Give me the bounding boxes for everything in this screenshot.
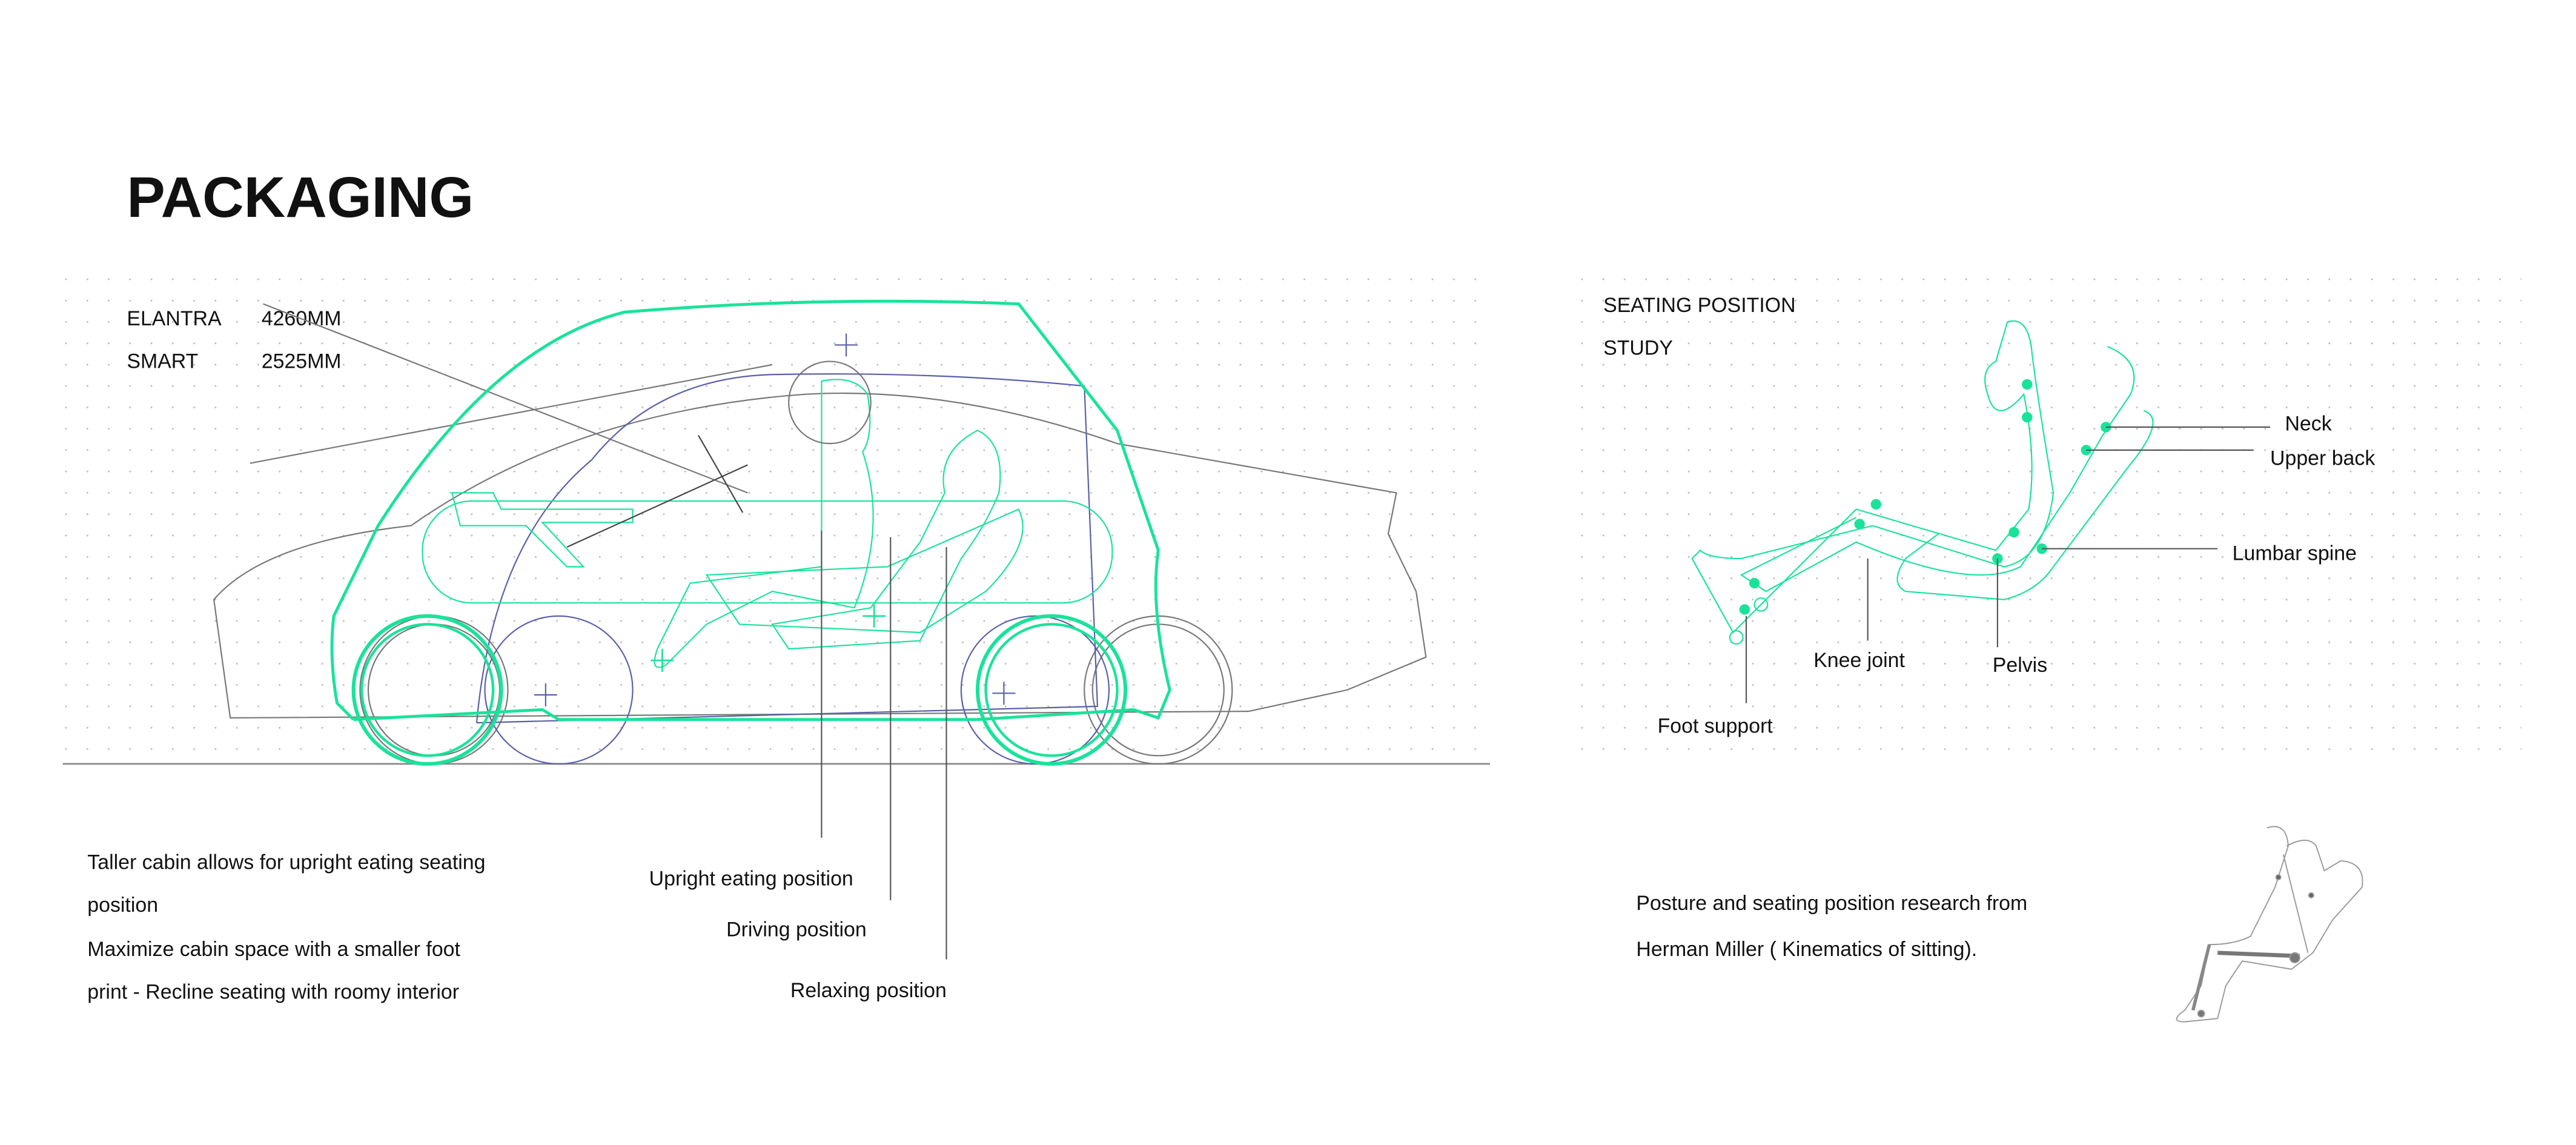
dot-grid-left [62, 262, 1492, 756]
label-pelvis: Pelvis [1993, 654, 2047, 677]
research-text: Herman Miller ( Kinematics of sitting). [1636, 938, 1977, 961]
description-line: position [87, 894, 158, 917]
label-lumbar-spine: Lumbar spine [2233, 542, 2357, 565]
label-neck: Neck [2285, 412, 2331, 435]
position-label-upright: Upright eating position [649, 868, 853, 891]
label-knee-joint: Knee joint [1813, 649, 1905, 672]
description-line: Maximize cabin space with a smaller foot [87, 938, 460, 961]
description-line: print - Recline seating with roomy inter… [87, 981, 459, 1004]
dot-grid-right [1577, 262, 2521, 756]
description-line: Taller cabin allows for upright eating s… [87, 851, 485, 874]
position-label-driving: Driving position [726, 918, 867, 941]
study-title: STUDY [1603, 337, 1673, 360]
spec-name: ELANTRA [127, 307, 222, 330]
page-title: PACKAGING [127, 165, 474, 230]
research-text: Posture and seating position research fr… [1636, 892, 2027, 915]
label-foot-support: Foot support [1658, 714, 1773, 737]
study-title: SEATING POSITION [1603, 294, 1795, 317]
spec-length: 2525MM [262, 350, 342, 373]
label-upper-back: Upper back [2270, 446, 2375, 470]
herman-miller-reference-image [2176, 826, 2363, 1023]
spec-name: SMART [127, 350, 198, 373]
seating-figure-drawing [1691, 320, 2271, 703]
position-label-relaxing: Relaxing position [790, 979, 947, 1002]
car-packaging-drawing [62, 299, 1491, 960]
